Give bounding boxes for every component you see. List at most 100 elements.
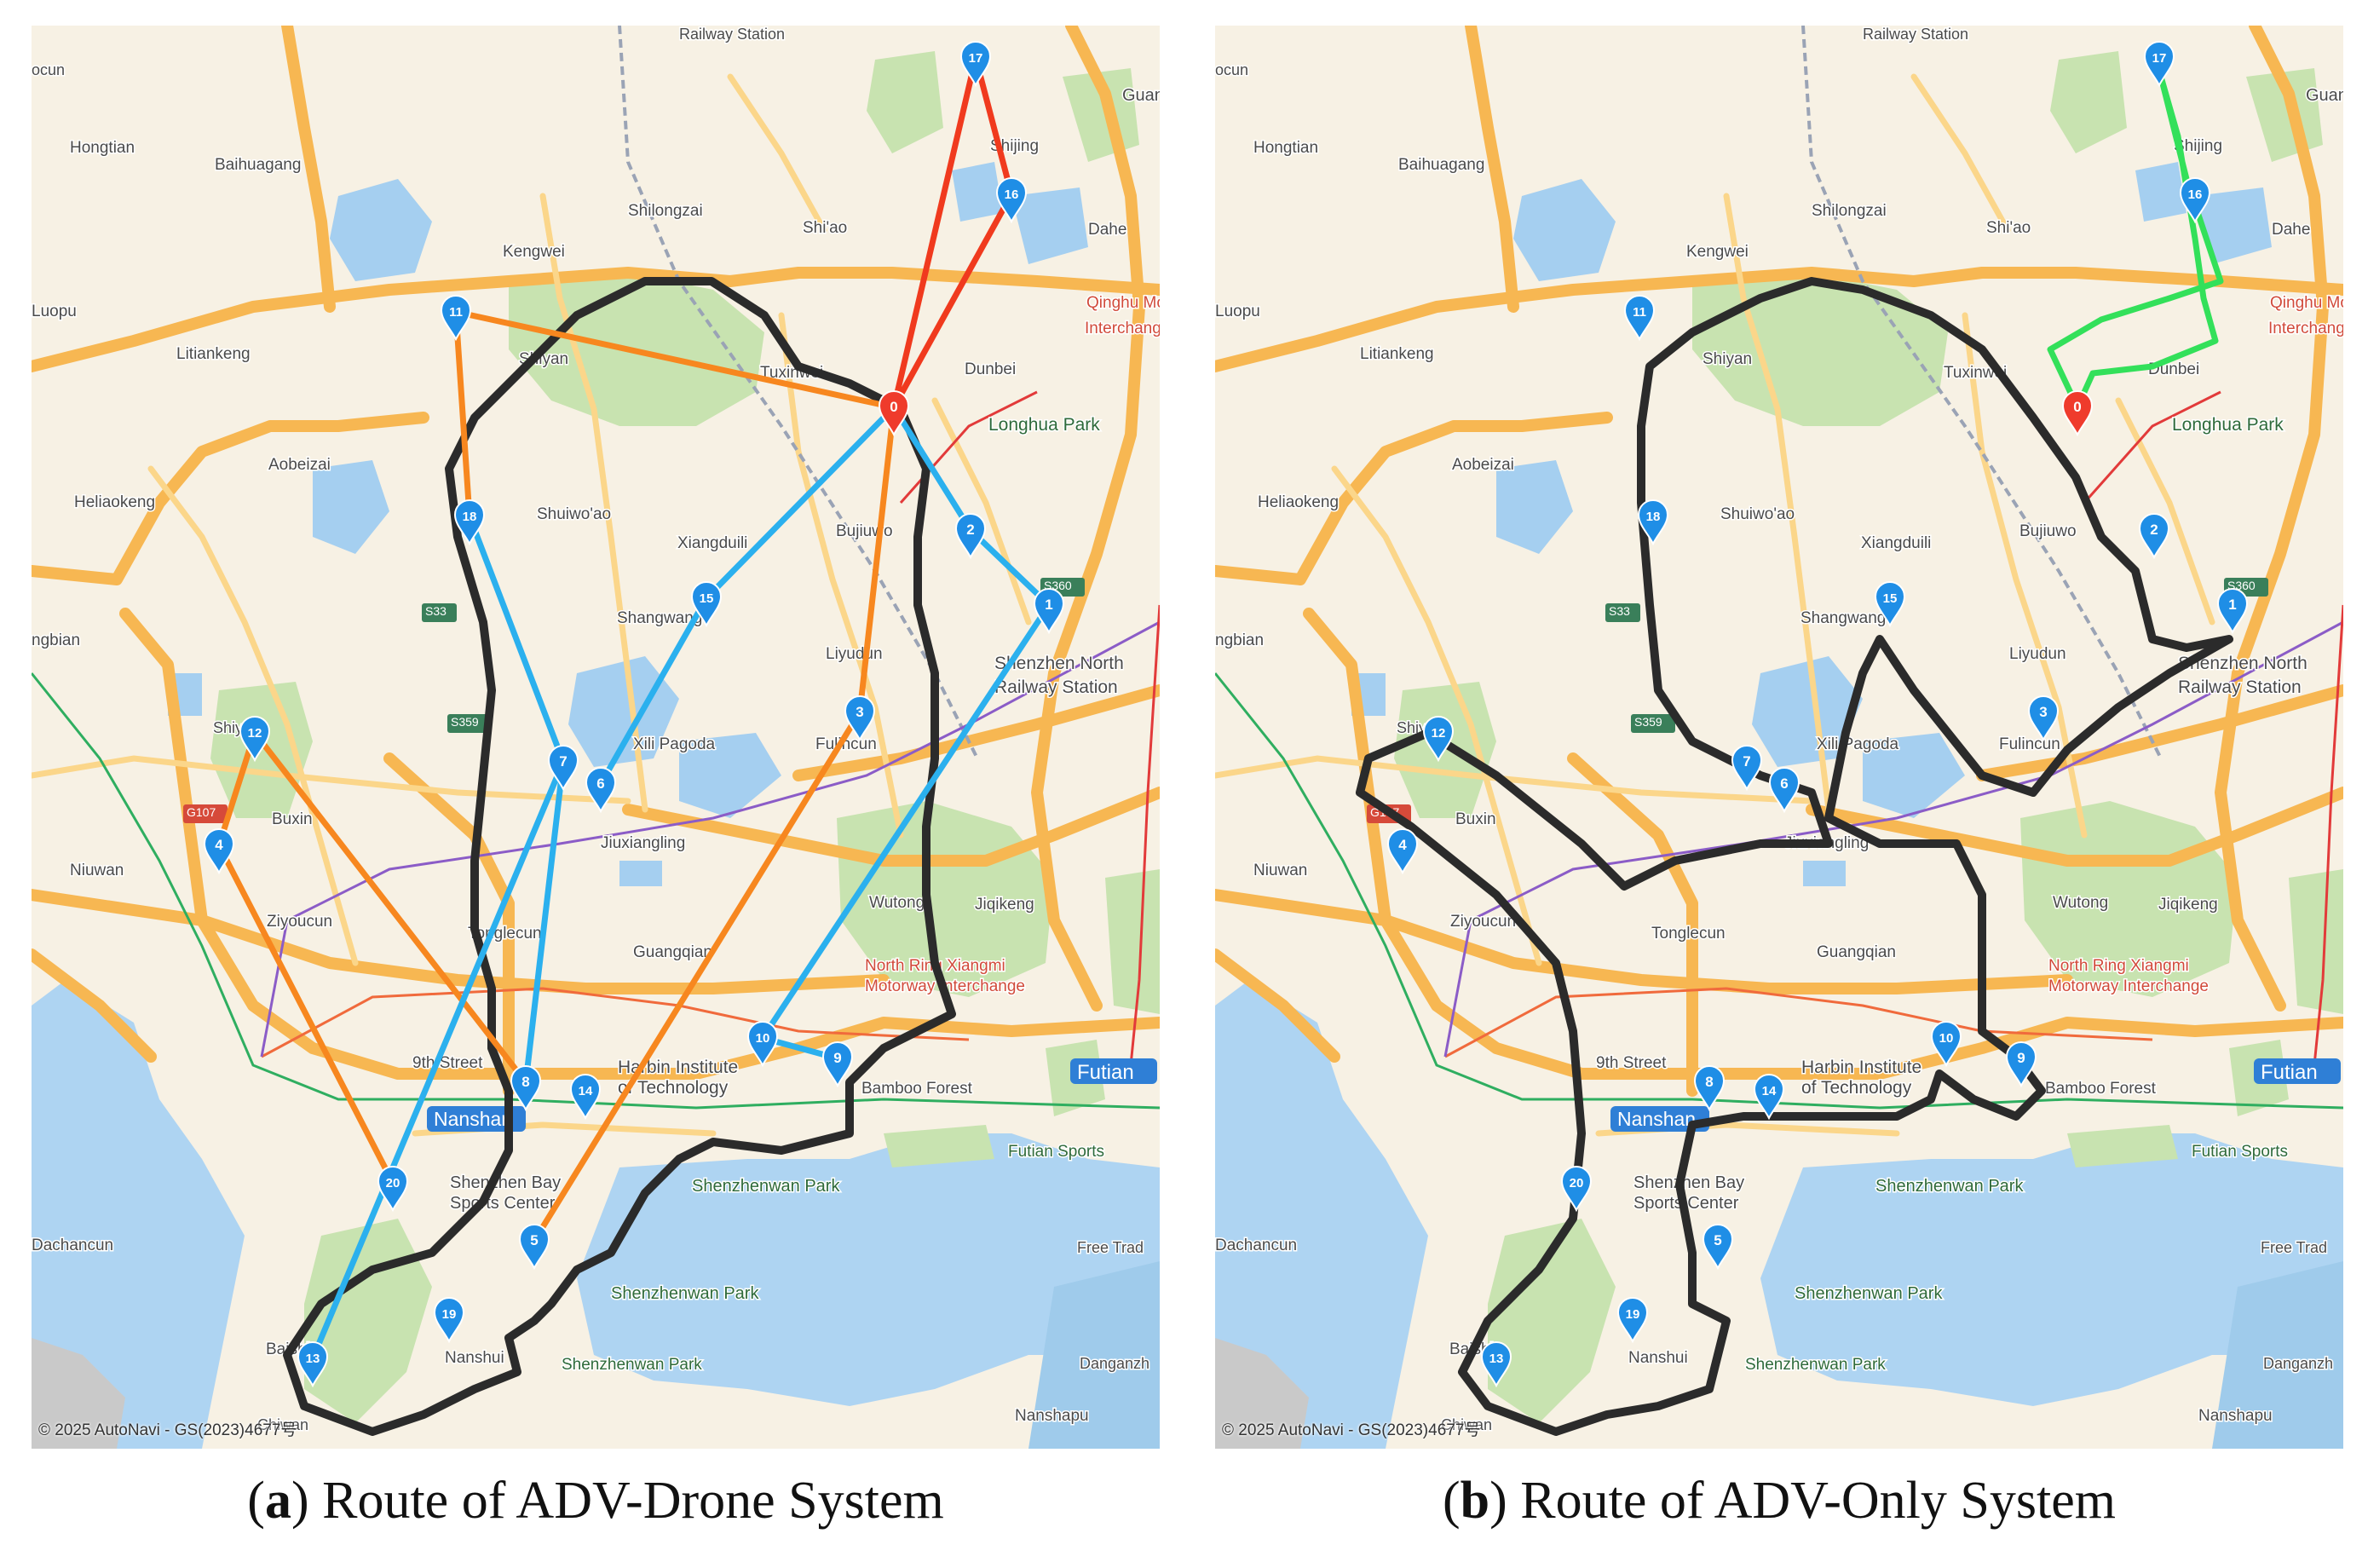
location-pin-icon: 9	[821, 1041, 854, 1088]
location-pin-icon: 7	[1731, 745, 1763, 792]
location-pin-icon: 16	[2179, 177, 2211, 224]
motorway	[1215, 889, 2073, 994]
place-label: Buxin	[272, 810, 313, 828]
motorway	[32, 267, 1160, 372]
lake	[1752, 656, 1863, 767]
location-pin-icon: 2	[954, 513, 987, 560]
place-label: Shenzhen Bay	[450, 1173, 561, 1192]
pin-shape	[239, 716, 271, 763]
location-pin-icon: 3	[844, 695, 876, 742]
place-label: Longhua Park	[988, 415, 1100, 435]
place-label: 9th Street	[412, 1054, 483, 1072]
place-label: Kengwei	[503, 243, 565, 261]
place-label: Kengwei	[1686, 243, 1749, 261]
pin-shape	[1930, 1021, 1962, 1068]
map-panel-a[interactable]: Railway StationGuanlanocunHongtianBaihua…	[32, 26, 1160, 1449]
port-area	[32, 1338, 125, 1449]
caption-a: (a) Route of ADV-Drone System	[247, 1472, 944, 1530]
pin-shape	[954, 513, 987, 560]
road-shield	[422, 603, 457, 622]
pin-label: 15	[700, 591, 714, 606]
pin-shape	[1731, 745, 1763, 792]
location-pin-icon: 19	[433, 1297, 465, 1344]
pin-shape	[297, 1341, 329, 1388]
place-label: Futian Sports	[1008, 1143, 1104, 1161]
pin-label: 6	[596, 775, 604, 792]
place-label: Free Trad	[1077, 1239, 1144, 1256]
location-pin-icon: 13	[1480, 1341, 1512, 1388]
place-label: ngbian	[32, 631, 80, 649]
park-area	[867, 51, 943, 153]
motorway	[383, 752, 515, 1097]
pin-label: 1	[1045, 597, 1052, 613]
road-shield	[183, 804, 228, 823]
lake	[1863, 733, 1965, 818]
lake	[1496, 460, 1573, 554]
place-label: Qinghu Motor	[1086, 294, 1160, 312]
motorway	[1031, 26, 1145, 1012]
place-label: G107	[187, 805, 216, 819]
park-area	[2289, 869, 2343, 1014]
caption-text: Route of ADV-Drone System	[322, 1472, 944, 1530]
park-area	[1488, 1219, 1616, 1423]
place-label: Aobeizai	[1452, 456, 1514, 474]
pin-label: 3	[856, 704, 863, 720]
place-label: Jiqikeng	[2158, 896, 2218, 914]
place-label: Niuwan	[70, 862, 124, 879]
lake	[952, 162, 1003, 222]
pin-shape	[440, 295, 472, 342]
place-label: Heliaokeng	[74, 493, 155, 511]
place-label: Xili Pagoda	[633, 735, 716, 753]
place-label: Longhua Park	[2172, 415, 2284, 435]
place-label: Ziyoucun	[267, 913, 332, 931]
place-label: Bamboo Forest	[861, 1080, 973, 1098]
road-shield	[447, 714, 492, 733]
place-label: Guangqian	[1817, 943, 1896, 961]
place-label: Railway Station	[2178, 677, 2302, 697]
arterial-road	[1331, 465, 1542, 966]
metro-line-purple	[260, 620, 1160, 1058]
pin-shape	[2216, 588, 2249, 635]
place-label: Motorway Interchange	[2048, 977, 2209, 995]
pin-shape	[433, 1297, 465, 1344]
pin-shape	[1768, 767, 1800, 814]
location-pin-icon: 1	[1033, 588, 1065, 635]
pin-label: 2	[966, 522, 974, 538]
place-label: Xiangduili	[1861, 534, 1931, 552]
sea-east	[1028, 1261, 1160, 1449]
location-pin-icon: 18	[453, 499, 486, 546]
place-label: Tonglecun	[1651, 925, 1726, 943]
pin-label: 3	[2039, 704, 2047, 720]
metro-line-orange	[261, 987, 970, 1058]
place-label: Shenzhenwan Park	[1745, 1356, 1886, 1374]
pin-label: 14	[1762, 1084, 1777, 1098]
pin-label: 16	[1005, 187, 1019, 202]
place-label: Free Trad	[2261, 1239, 2327, 1256]
place-label: ocun	[1215, 61, 1248, 78]
sea-west	[32, 980, 245, 1449]
location-pin-icon: 6	[585, 767, 617, 814]
location-pin-icon: 0	[878, 390, 910, 437]
place-label: Niuwan	[1253, 862, 1307, 879]
location-pin-icon: 11	[1623, 295, 1656, 342]
motorway	[1465, 26, 1519, 313]
place-label: Nanshapu	[2198, 1407, 2273, 1425]
location-pin-icon: 18	[1637, 499, 1669, 546]
map-panel-b[interactable]: Railway StationGuanlanocunHongtianBaihua…	[1215, 26, 2343, 1449]
pin-label: 17	[2152, 51, 2167, 66]
location-pin-icon: 16	[995, 177, 1028, 224]
location-pin-icon: 20	[1560, 1166, 1593, 1213]
place-label: Shenzhenwan Park	[1875, 1177, 2024, 1196]
pin-label: 10	[1939, 1031, 1954, 1046]
place-label: Xili Pagoda	[1817, 735, 1899, 753]
railway	[1801, 26, 2163, 759]
place-label: Litiankeng	[1360, 345, 1434, 363]
pin-shape	[453, 499, 486, 546]
motorway	[1567, 752, 1698, 1097]
location-pin-icon: 8	[510, 1065, 542, 1112]
place-label: Shenzhen Bay	[1633, 1173, 1744, 1192]
place-label: Ziyoucun	[1450, 913, 1516, 931]
pin-shape	[377, 1166, 409, 1213]
lake	[1011, 187, 1088, 264]
pin-label: 8	[521, 1074, 529, 1090]
